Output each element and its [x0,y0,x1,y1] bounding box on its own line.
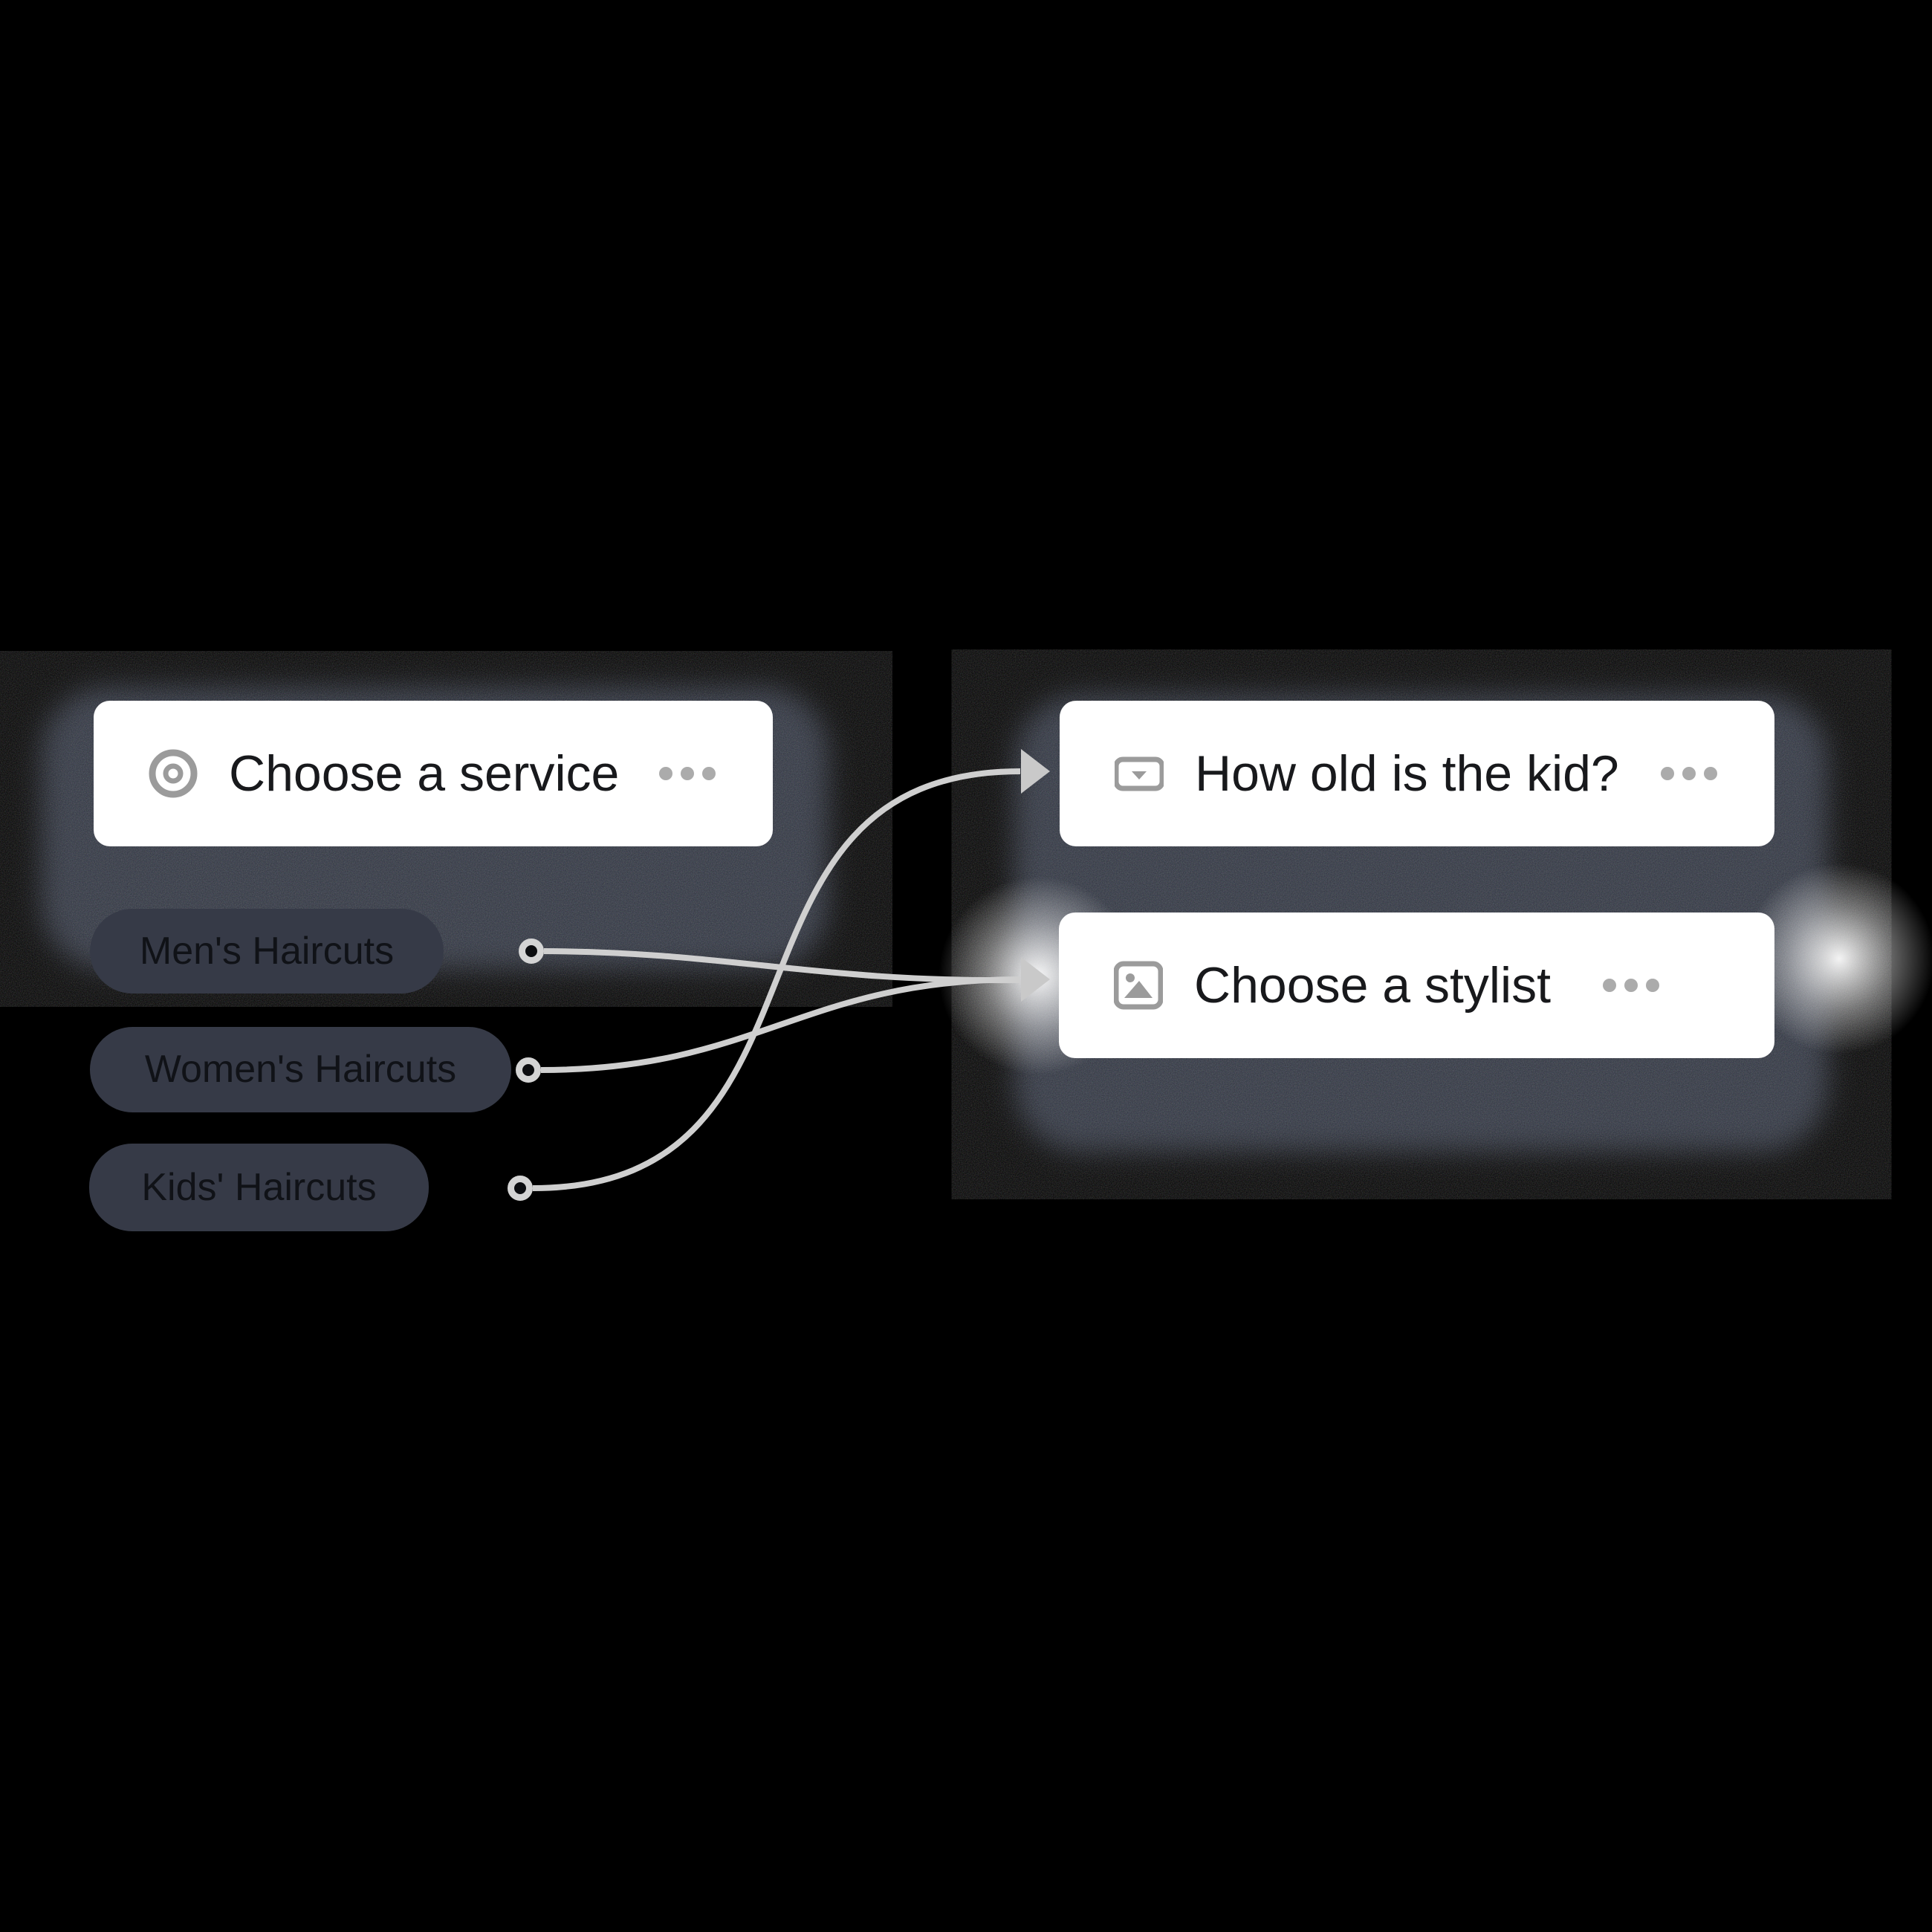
target-icon [149,749,198,798]
wire-womens-to-stylist[interactable] [540,976,1021,1073]
option-pill-kids-haircuts[interactable]: Kids' Haircuts [89,1144,429,1231]
wire-kids-to-howold[interactable] [532,768,1021,1191]
option-pill-mens-haircuts[interactable]: Men's Haircuts [90,909,444,993]
more-options-button[interactable] [1603,979,1659,992]
connector-handle-mens[interactable] [519,939,544,964]
node-card-how-old-is-the-kid[interactable]: How old is the kid? [1060,701,1774,846]
connector-handle-kids[interactable] [508,1176,533,1201]
more-options-button[interactable] [659,767,716,780]
dropdown-icon [1115,749,1164,798]
card-title: Choose a service [229,745,620,802]
card-title: How old is the kid? [1195,745,1619,802]
arrowhead-howold [1021,749,1050,794]
image-icon [1114,961,1163,1010]
node-card-choose-a-service[interactable]: Choose a service [94,701,773,846]
node-card-choose-a-stylist[interactable]: Choose a stylist [1059,912,1774,1058]
ellipsis-icon [1661,767,1674,780]
option-pill-womens-haircuts[interactable]: Women's Haircuts [90,1027,511,1112]
connector-handle-womens[interactable] [516,1057,541,1083]
ellipsis-icon [659,767,672,780]
card-title: Choose a stylist [1194,957,1551,1014]
arrowhead-stylist [1021,957,1050,1002]
ellipsis-icon [1603,979,1616,992]
more-options-button[interactable] [1661,767,1717,780]
